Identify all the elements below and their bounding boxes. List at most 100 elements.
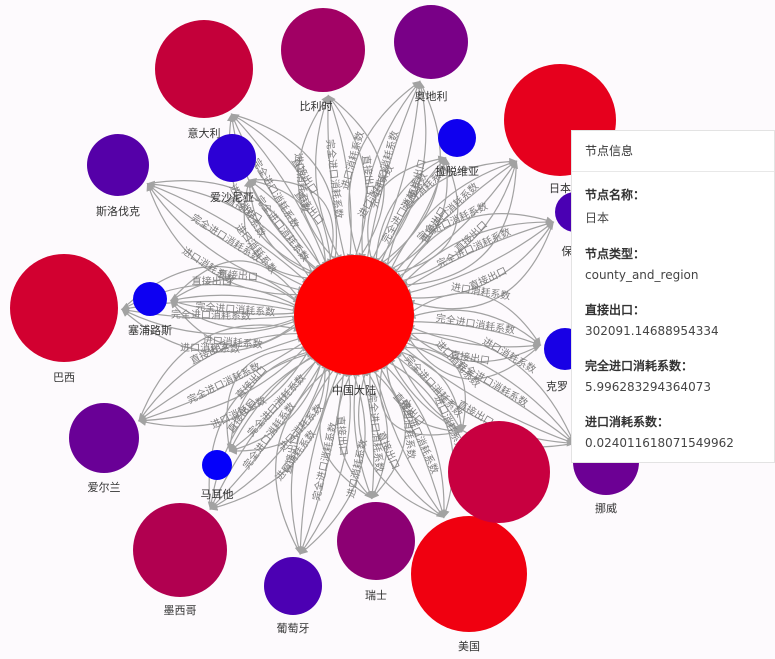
edge-switzerland-1 xyxy=(364,367,389,499)
edge-portugal-5 xyxy=(275,364,334,555)
edge-portugal-4 xyxy=(290,365,337,555)
edge-italy-4 xyxy=(230,113,332,266)
node-label-portugal: 葡萄牙 xyxy=(277,622,310,635)
field-value: 5.996283294364073 xyxy=(585,380,711,394)
edge-mexico-2 xyxy=(209,359,324,510)
field-label: 进口消耗系数： xyxy=(585,415,670,429)
tooltip-field-type: 节点类型： county_and_region xyxy=(585,245,761,282)
edge-latvia-1 xyxy=(372,157,446,267)
node-brazil[interactable] xyxy=(10,254,118,362)
edge-austria-0 xyxy=(348,80,421,261)
edge-bulgaria-3 xyxy=(402,221,554,296)
edge-cyprus-4 xyxy=(169,278,302,306)
edge-other-3 xyxy=(388,354,462,433)
edge-latvia-5 xyxy=(388,157,459,276)
edge-japan-0 xyxy=(385,157,518,271)
edge-norway-2 xyxy=(401,339,575,445)
edge-usa-4 xyxy=(369,366,445,519)
edge-other-4 xyxy=(385,358,463,435)
edge-estonia-4 xyxy=(248,177,327,269)
edge-switzerland-0 xyxy=(368,367,406,500)
node-latvia[interactable] xyxy=(438,119,476,157)
edge-mexico-5 xyxy=(208,350,315,510)
edge-slovakia-0 xyxy=(146,182,304,296)
edge-usa-1 xyxy=(380,361,445,518)
edge-norway-1 xyxy=(402,334,575,444)
node-malta[interactable] xyxy=(202,450,232,480)
node-slovakia[interactable] xyxy=(87,134,149,196)
node-portugal[interactable] xyxy=(264,557,322,615)
node-switzerland[interactable] xyxy=(337,502,415,580)
node-label-japan: 日本 xyxy=(549,181,571,195)
node-estonia[interactable] xyxy=(208,134,256,182)
edge-brazil-0 xyxy=(121,308,301,353)
edge-austria-2 xyxy=(366,80,421,263)
edge-switzerland-2 xyxy=(360,368,377,500)
edge-latvia-0 xyxy=(367,155,447,264)
edge-ireland-4 xyxy=(138,332,303,422)
node-belgium[interactable] xyxy=(281,8,365,92)
edge-slovakia-1 xyxy=(147,183,307,294)
edge-estonia-3 xyxy=(248,179,324,273)
node-usa[interactable] xyxy=(411,516,527,632)
edge-estonia-1 xyxy=(248,180,318,277)
node-mexico[interactable] xyxy=(133,503,227,597)
nodes-layer[interactable]: 意大利比利时奥地利日本斯洛伐克爱沙尼亚拉脱维亚保巴西塞浦路斯克罗爱尔兰马耳他挪威… xyxy=(10,5,639,653)
node-other[interactable] xyxy=(448,421,550,523)
edge-usa-0 xyxy=(384,359,454,519)
edge-portugal-1 xyxy=(299,367,353,555)
edge-croatia-3 xyxy=(405,325,541,348)
node-ireland[interactable] xyxy=(69,403,139,473)
edge-malta-4 xyxy=(226,350,314,453)
node-italy[interactable] xyxy=(155,20,253,118)
edge-japan-1 xyxy=(388,160,517,275)
edge-malta-2 xyxy=(228,355,320,452)
field-label: 节点名称： xyxy=(585,188,646,202)
edge-label: 进口消耗系数 xyxy=(180,341,240,355)
edge-other-1 xyxy=(393,348,463,432)
edge-malta-5 xyxy=(226,344,312,452)
edge-bulgaria-1 xyxy=(399,221,554,288)
tooltip-body: 节点名称： 日本 节点类型： county_and_region 直接出口： 3… xyxy=(572,172,774,450)
edge-mexico-4 xyxy=(207,354,318,511)
field-label: 完全进口消耗系数： xyxy=(585,359,694,373)
edge-bulgaria-0 xyxy=(398,212,555,284)
field-value: 302091.14688954334 xyxy=(585,324,719,338)
node-label-mexico: 墨西哥 xyxy=(164,604,197,617)
node-cyprus[interactable] xyxy=(133,282,167,316)
field-value: 日本 xyxy=(585,211,610,225)
tooltip-title: 节点信息 xyxy=(572,131,774,172)
edge-switzerland-4 xyxy=(337,369,373,500)
edge-croatia-1 xyxy=(407,309,541,346)
edge-latvia-2 xyxy=(378,156,447,268)
node-label-slovakia: 斯洛伐克 xyxy=(96,204,140,218)
edge-austria-1 xyxy=(358,81,421,263)
edge-italy-5 xyxy=(231,113,340,265)
edge-mexico-3 xyxy=(209,356,322,510)
node-label-latvia: 拉脱维亚 xyxy=(435,164,479,178)
edge-bulgaria-2 xyxy=(401,220,555,291)
node-label-ireland: 爱尔兰 xyxy=(88,481,121,494)
edge-italy-2 xyxy=(231,113,325,271)
field-value: county_and_region xyxy=(585,268,699,282)
edge-mexico-1 xyxy=(210,360,329,510)
edge-japan-4 xyxy=(397,160,518,283)
node-label-belgium: 比利时 xyxy=(300,100,333,113)
edge-portugal-3 xyxy=(299,366,341,554)
edge-bulgaria-5 xyxy=(406,221,554,310)
node-label-brazil: 巴西 xyxy=(53,371,75,384)
edge-austria-4 xyxy=(373,80,427,266)
edge-slovakia-3 xyxy=(147,183,311,286)
node-center[interactable] xyxy=(294,255,414,375)
node-label-malta: 马耳他 xyxy=(201,488,234,501)
node-label-cyprus: 塞浦路斯 xyxy=(128,323,172,337)
node-label-bulgaria: 保 xyxy=(562,244,573,258)
edge-cyprus-5 xyxy=(170,260,302,302)
field-label: 节点类型： xyxy=(585,247,646,261)
node-austria[interactable] xyxy=(394,5,468,79)
edge-belgium-4 xyxy=(327,94,368,261)
node-label-austria: 奥地利 xyxy=(415,89,448,103)
edge-cyprus-2 xyxy=(169,299,301,315)
edge-other-2 xyxy=(391,352,463,433)
